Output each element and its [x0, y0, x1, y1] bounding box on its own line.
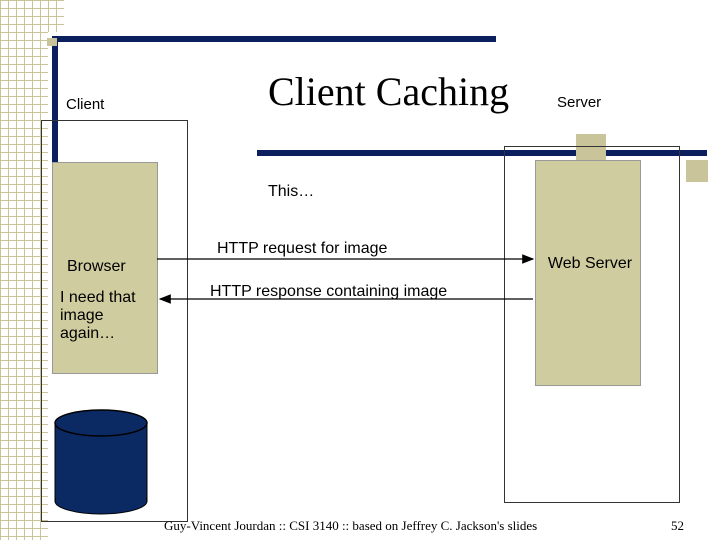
server-label: Server	[557, 94, 602, 111]
request-label: HTTP request for image	[217, 240, 388, 257]
response-label: HTTP response containing image	[210, 283, 448, 300]
title-bar-left	[52, 36, 58, 162]
server-container	[504, 146, 680, 503]
decorative-grid-top	[48, 0, 64, 32]
browser-note: I need that image again…	[60, 289, 136, 342]
page-number: 52	[671, 518, 684, 533]
footer-credit: Guy-Vincent Jourdan :: CSI 3140 :: based…	[164, 518, 538, 533]
accent-square-right-small	[686, 160, 708, 182]
client-container	[41, 120, 188, 522]
slide-title: Client Caching	[268, 69, 510, 114]
browser-label: Browser	[67, 258, 126, 275]
accent-square-right	[576, 134, 606, 164]
decorative-grid	[0, 0, 48, 540]
web-server-label: Web Server	[547, 255, 633, 272]
title-bar-top	[52, 36, 496, 42]
client-label: Client	[66, 96, 105, 113]
title-bar-bottom	[257, 150, 707, 156]
accent-square	[47, 38, 57, 46]
intro-text: This…	[268, 183, 315, 200]
browser-box	[52, 162, 158, 374]
web-server-box	[535, 160, 641, 386]
cache-cylinder-icon	[54, 409, 148, 515]
